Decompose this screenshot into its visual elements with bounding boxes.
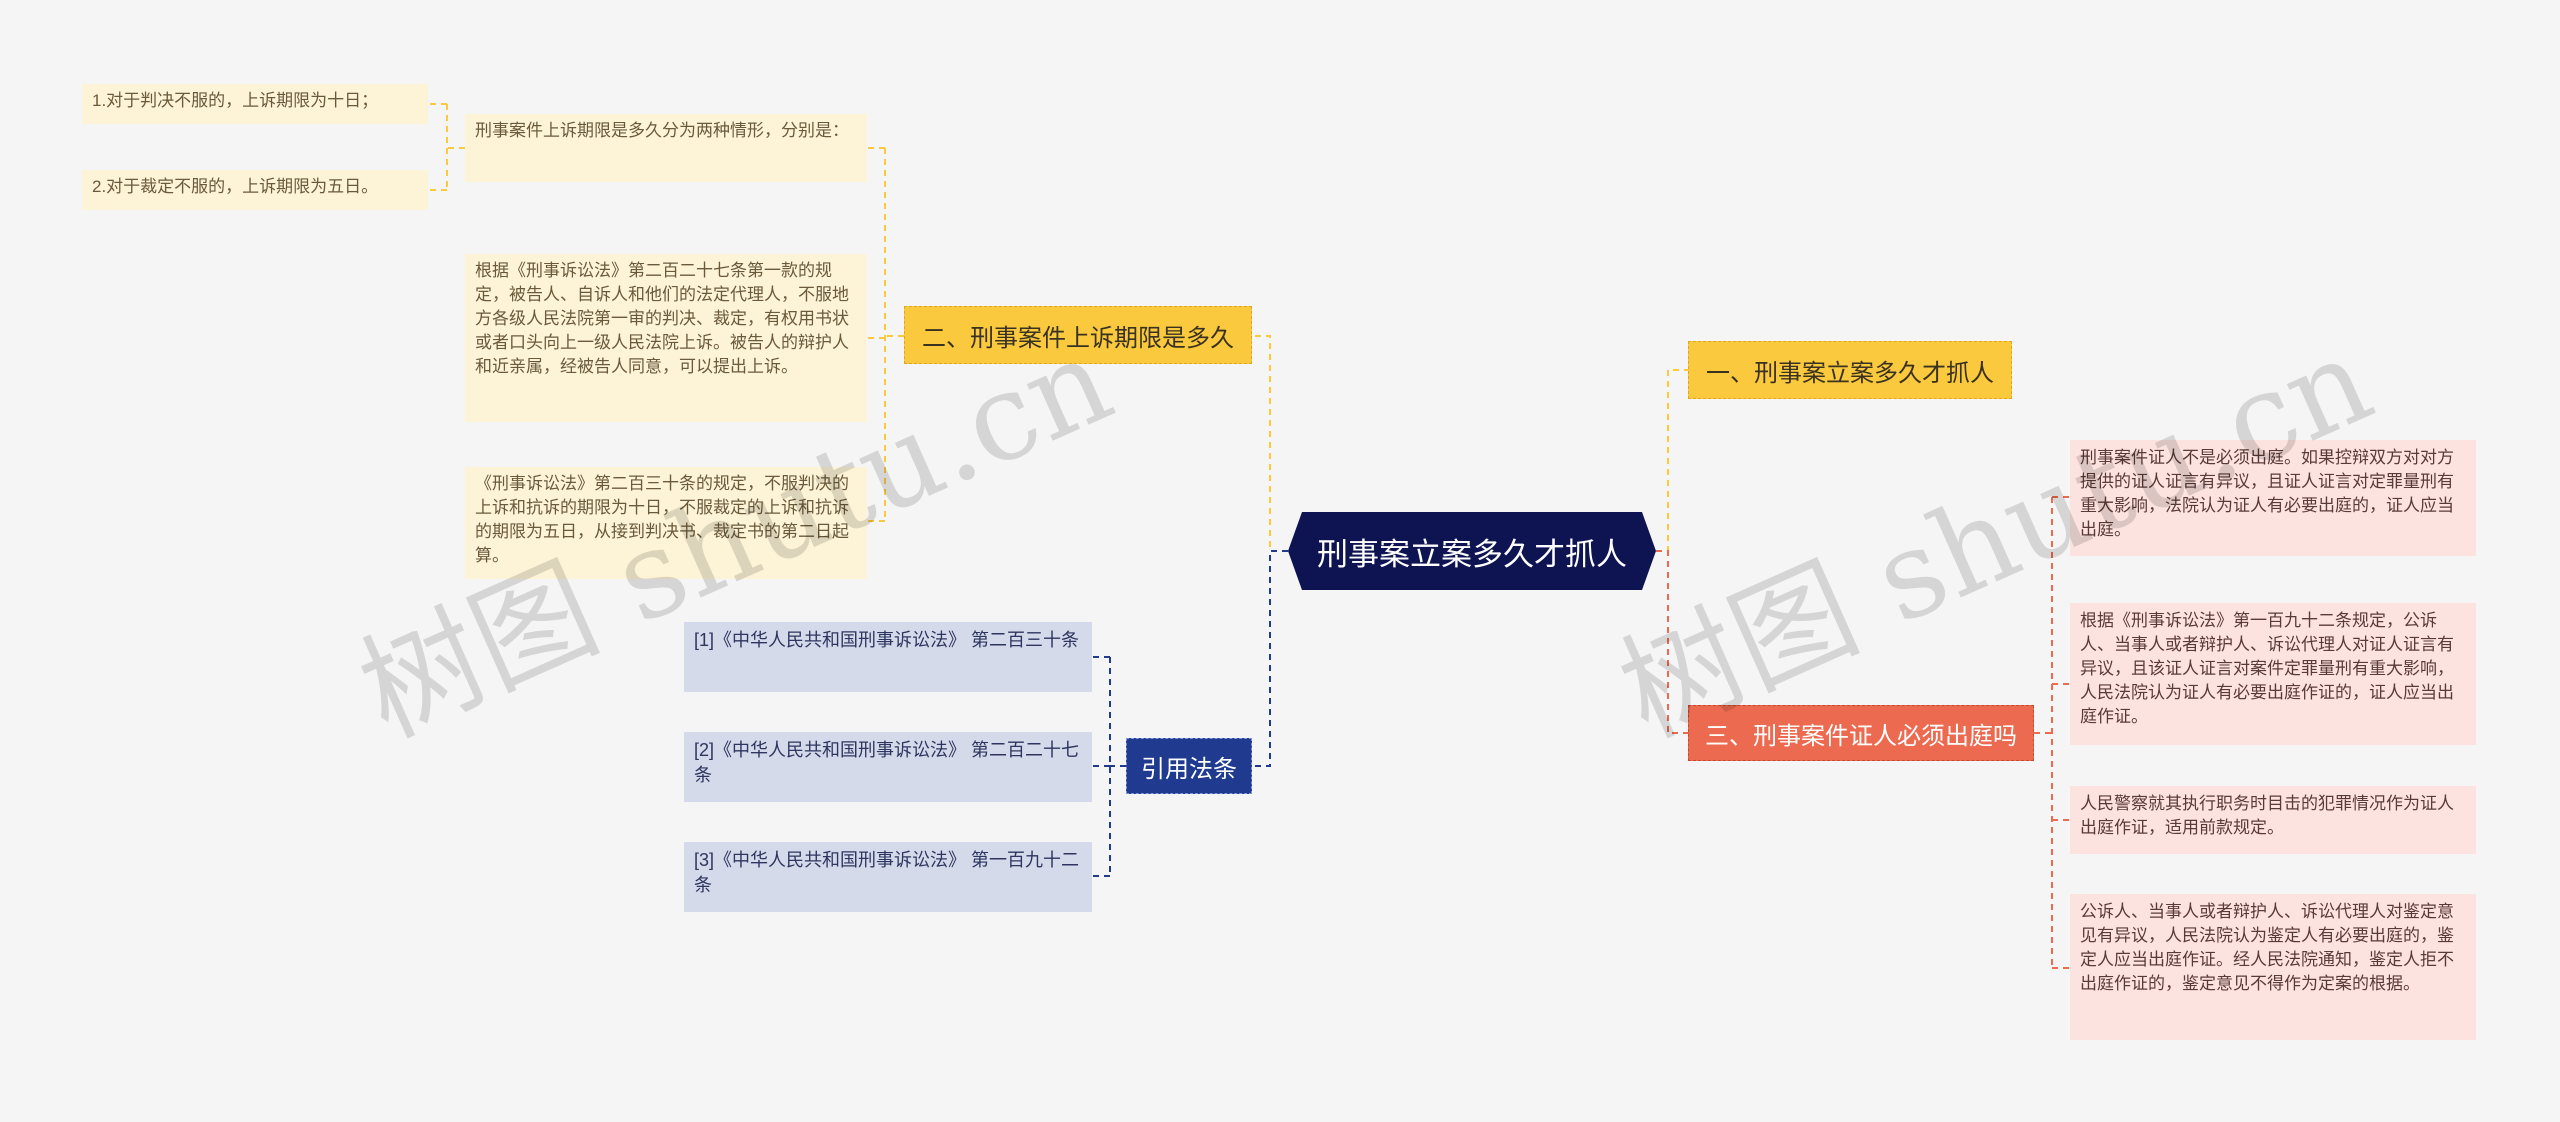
- ref-item-3-text: [3]《中华人民共和国刑事诉讼法》 第一百九十二条: [694, 850, 1080, 895]
- branch-right-3[interactable]: 三、刑事案件证人必须出庭吗: [1688, 705, 2034, 761]
- right-leaf-1-text: 刑事案件证人不是必须出庭。如果控辩双方对对方提供的证人证言有异议，且证人证言对定…: [2080, 448, 2454, 539]
- ref-item-2-text: [2]《中华人民共和国刑事诉讼法》 第二百二十七条: [694, 740, 1080, 785]
- branch-left-2[interactable]: 二、刑事案件上诉期限是多久: [904, 306, 1252, 364]
- ref-item-3[interactable]: [3]《中华人民共和国刑事诉讼法》 第一百九十二条: [684, 842, 1092, 912]
- left-intro-text: 刑事案件上诉期限是多久分为两种情形，分别是：: [475, 121, 849, 140]
- right-leaf-2-text: 根据《刑事诉讼法》第一百九十二条规定，公诉人、当事人或者辩护人、诉讼代理人对证人…: [2080, 611, 2454, 726]
- branch-left-2-label: 二、刑事案件上诉期限是多久: [922, 324, 1234, 352]
- ref-item-1-text: [1]《中华人民共和国刑事诉讼法》 第二百三十条: [694, 630, 1080, 650]
- center-topic[interactable]: 刑事案立案多久才抓人: [1288, 512, 1656, 590]
- right-leaf-2[interactable]: 根据《刑事诉讼法》第一百九十二条规定，公诉人、当事人或者辩护人、诉讼代理人对证人…: [2070, 603, 2476, 745]
- right-leaf-3[interactable]: 人民警察就其执行职务时目击的犯罪情况作为证人出庭作证，适用前款规定。: [2070, 786, 2476, 854]
- right-leaf-3-text: 人民警察就其执行职务时目击的犯罪情况作为证人出庭作证，适用前款规定。: [2080, 794, 2454, 837]
- left-sub-item-1[interactable]: 1.对于判决不服的，上诉期限为十日；: [82, 84, 428, 124]
- ref-item-1[interactable]: [1]《中华人民共和国刑事诉讼法》 第二百三十条: [684, 622, 1092, 692]
- left-law-1-text: 根据《刑事诉讼法》第二百二十七条第一款的规定，被告人、自诉人和他们的法定代理人，…: [475, 261, 849, 376]
- branch-right-1-label: 一、刑事案立案多久才抓人: [1706, 359, 1994, 387]
- center-topic-label: 刑事案立案多久才抓人: [1317, 536, 1627, 572]
- right-leaf-4-text: 公诉人、当事人或者辩护人、诉讼代理人对鉴定意见有异议，人民法院认为鉴定人有必要出…: [2080, 902, 2454, 993]
- left-sub-item-1-text: 1.对于判决不服的，上诉期限为十日；: [92, 91, 379, 110]
- left-law-2[interactable]: 《刑事诉讼法》第二百三十条的规定，不服判决的上诉和抗诉的期限为十日，不服裁定的上…: [465, 467, 867, 579]
- branch-right-3-label: 三、刑事案件证人必须出庭吗: [1705, 722, 2017, 750]
- left-law-1[interactable]: 根据《刑事诉讼法》第二百二十七条第一款的规定，被告人、自诉人和他们的法定代理人，…: [465, 254, 867, 422]
- branch-right-1[interactable]: 一、刑事案立案多久才抓人: [1688, 341, 2012, 399]
- branch-left-refs[interactable]: 引用法条: [1126, 738, 1252, 794]
- left-law-2-text: 《刑事诉讼法》第二百三十条的规定，不服判决的上诉和抗诉的期限为十日，不服裁定的上…: [475, 474, 849, 565]
- ref-item-2[interactable]: [2]《中华人民共和国刑事诉讼法》 第二百二十七条: [684, 732, 1092, 802]
- center-hexagon: [1288, 512, 1656, 590]
- left-intro[interactable]: 刑事案件上诉期限是多久分为两种情形，分别是：: [465, 114, 867, 182]
- left-sub-item-2-text: 2.对于裁定不服的，上诉期限为五日。: [92, 177, 379, 196]
- right-leaf-1[interactable]: 刑事案件证人不是必须出庭。如果控辩双方对对方提供的证人证言有异议，且证人证言对定…: [2070, 440, 2476, 556]
- right-leaf-4[interactable]: 公诉人、当事人或者辩护人、诉讼代理人对鉴定意见有异议，人民法院认为鉴定人有必要出…: [2070, 894, 2476, 1040]
- branch-left-refs-label: 引用法条: [1141, 755, 1237, 783]
- left-sub-item-2[interactable]: 2.对于裁定不服的，上诉期限为五日。: [82, 170, 428, 210]
